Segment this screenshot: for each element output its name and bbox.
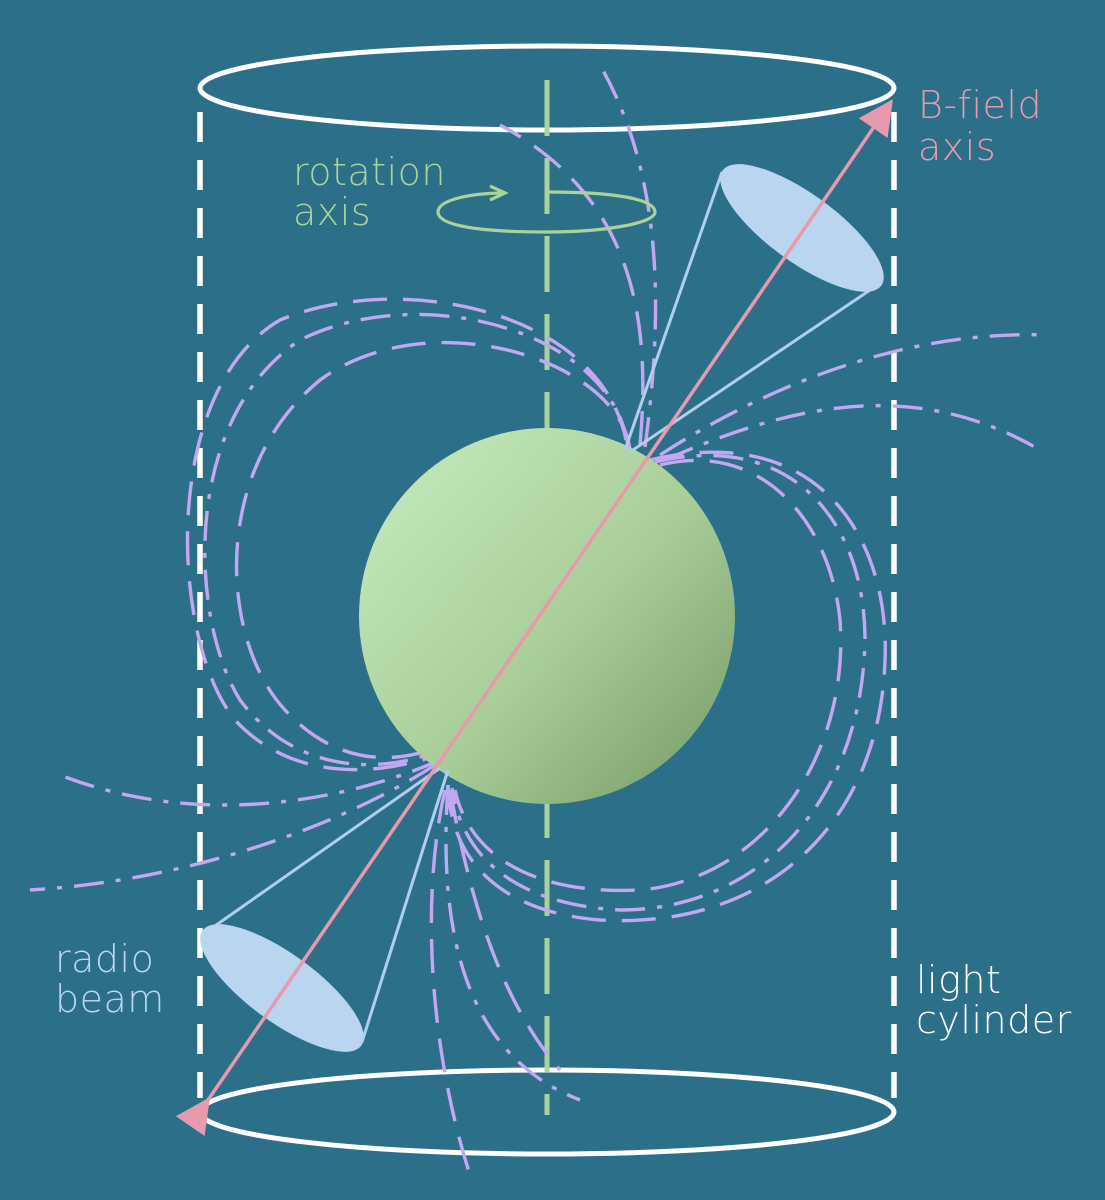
light-cylinder-label-line2: cylinder: [916, 998, 1072, 1042]
beam-upper-disc: [720, 164, 884, 292]
bfield-axis-label-line1: B-field: [918, 83, 1042, 127]
radio-beam-label-line1: radio: [55, 937, 154, 981]
radio-beam-label-line2: beam: [55, 977, 165, 1021]
beam-upper-edge-1: [623, 171, 724, 451]
rotation-axis-label-line2: axis: [293, 190, 371, 234]
light-cylinder-label-line1: light: [916, 958, 1001, 1002]
beam-lower-disc: [200, 924, 364, 1052]
bfield-axis-label-line2: axis: [918, 125, 996, 169]
radio-beam-lower: [200, 766, 450, 1052]
rotation-axis-label-line1: rotation: [293, 150, 446, 194]
neutron-star: [359, 428, 735, 804]
field-line-top-1: [499, 123, 645, 446]
bfield-axis-arrow: [175, 99, 893, 1136]
